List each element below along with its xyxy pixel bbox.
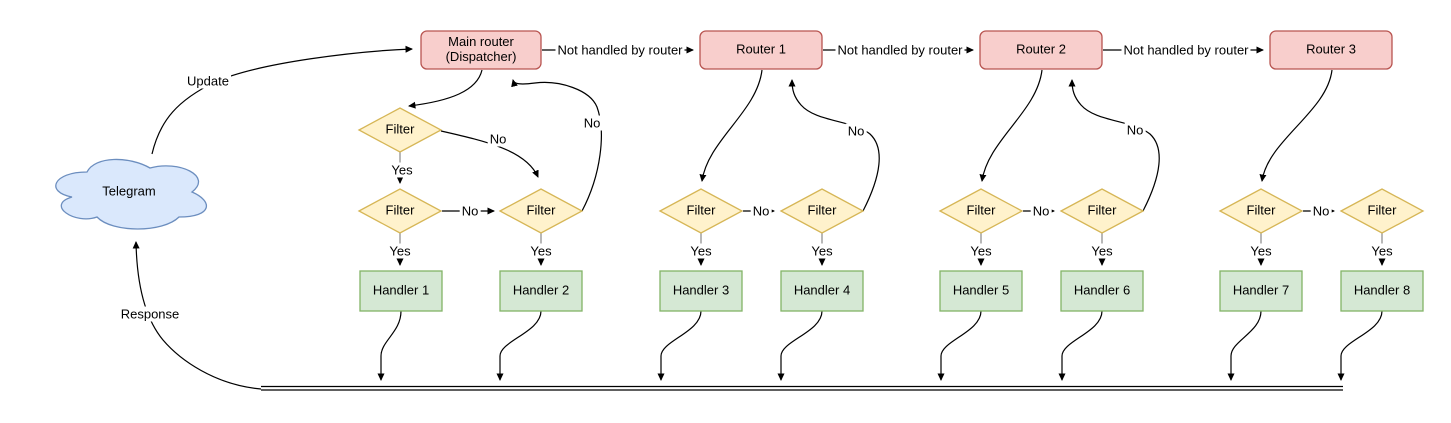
no-label: No: [1124, 122, 1146, 138]
filter-label: Filter: [385, 202, 415, 218]
node-filter-dispatcher-b: [498, 188, 584, 234]
no-label: No: [1310, 203, 1332, 219]
main-router-label: Main router (Dispatcher): [445, 34, 517, 64]
node-handler-4: [780, 270, 864, 312]
node-filter-router2-b: [1059, 188, 1145, 234]
yes-label: Yes: [1369, 243, 1395, 259]
yes-label: Yes: [1089, 243, 1115, 259]
handler-6-label: Handler 6: [1073, 282, 1131, 298]
not-handled-label-3: Not handled by router: [1121, 42, 1251, 58]
node-handler-1: [359, 270, 443, 312]
router-1-label: Router 1: [736, 41, 786, 57]
filter-label: Filter: [966, 202, 996, 218]
yes-label: Yes: [387, 243, 413, 259]
filter-label: Filter: [1087, 202, 1117, 218]
edge-router1-to-filter: [699, 69, 763, 182]
node-filter-router3-b: [1339, 188, 1425, 234]
edge-dispatcher-to-filter: [408, 69, 483, 109]
node-handler-3: [659, 270, 743, 312]
node-main-router: [420, 30, 542, 70]
edge-update: [151, 45, 413, 155]
handler-8-label: Handler 8: [1353, 282, 1411, 298]
filter-label: Filter: [686, 202, 716, 218]
edge-handler6-drop: [1058, 310, 1103, 381]
yes-label: Yes: [528, 243, 554, 259]
router-2-label: Router 2: [1016, 41, 1066, 57]
node-router-3: [1269, 30, 1393, 70]
no-label: No: [459, 203, 481, 219]
node-router-2: [979, 30, 1103, 70]
not-handled-label-1: Not handled by router: [555, 42, 685, 58]
handler-3-label: Handler 3: [672, 282, 730, 298]
telegram-cloud: [55, 158, 208, 230]
edge-f3b-no-return: [1068, 79, 1160, 212]
yes-label: Yes: [968, 243, 994, 259]
node-handler-2: [499, 270, 583, 312]
edge-handler2-drop: [496, 310, 542, 381]
node-filter-router1-a: [658, 188, 744, 234]
no-label: No: [581, 115, 603, 131]
yes-label: Yes: [688, 243, 714, 259]
node-filter-dispatcher-top: [357, 107, 443, 153]
node-filter-router3-a: [1218, 188, 1304, 234]
edge-handler7-drop: [1227, 310, 1262, 381]
no-label: No: [487, 131, 509, 147]
node-filter-router2-a: [938, 188, 1024, 234]
edge-handler4-drop: [777, 310, 823, 381]
handler-7-label: Handler 7: [1232, 282, 1290, 298]
edge-handler1-drop: [377, 310, 402, 381]
node-router-1: [699, 30, 823, 70]
edge-router3-to-filter: [1259, 69, 1333, 182]
node-handler-7: [1219, 270, 1303, 312]
edge-handler5-drop: [937, 310, 982, 381]
no-label: No: [750, 203, 772, 219]
no-label: No: [845, 123, 867, 139]
handler-1-label: Handler 1: [372, 282, 430, 298]
node-filter-dispatcher-a: [357, 188, 443, 234]
filter-label: Filter: [807, 202, 837, 218]
response-edge-label: Response: [118, 306, 182, 322]
edge-handler8-drop: [1337, 310, 1383, 381]
yes-label: Yes: [389, 162, 415, 178]
router-3-label: Router 3: [1306, 41, 1356, 57]
node-handler-5: [939, 270, 1023, 312]
yes-label: Yes: [809, 243, 835, 259]
cloud-label: Telegram: [102, 183, 156, 199]
node-handler-8: [1340, 270, 1424, 312]
edge-f1b-no-return: [511, 79, 602, 212]
edge-f2b-no-return: [788, 79, 880, 212]
filter-label: Filter: [385, 121, 415, 137]
yes-label: Yes: [1248, 243, 1274, 259]
handler-4-label: Handler 4: [793, 282, 851, 298]
edge-response: [132, 241, 262, 390]
node-handler-6: [1060, 270, 1144, 312]
update-edge-label: Update: [185, 73, 231, 89]
filter-label: Filter: [1367, 202, 1397, 218]
handler-2-label: Handler 2: [512, 282, 570, 298]
node-filter-router1-b: [779, 188, 865, 234]
filter-label: Filter: [1246, 202, 1276, 218]
not-handled-label-2: Not handled by router: [835, 42, 965, 58]
no-label: No: [1030, 203, 1052, 219]
edge-handler3-drop: [657, 310, 702, 381]
filter-label: Filter: [526, 202, 556, 218]
response-bus-line: [261, 385, 1343, 391]
handler-5-label: Handler 5: [952, 282, 1010, 298]
edge-f0-no-to-f1b: [440, 130, 539, 178]
edge-router2-to-filter: [979, 69, 1043, 182]
